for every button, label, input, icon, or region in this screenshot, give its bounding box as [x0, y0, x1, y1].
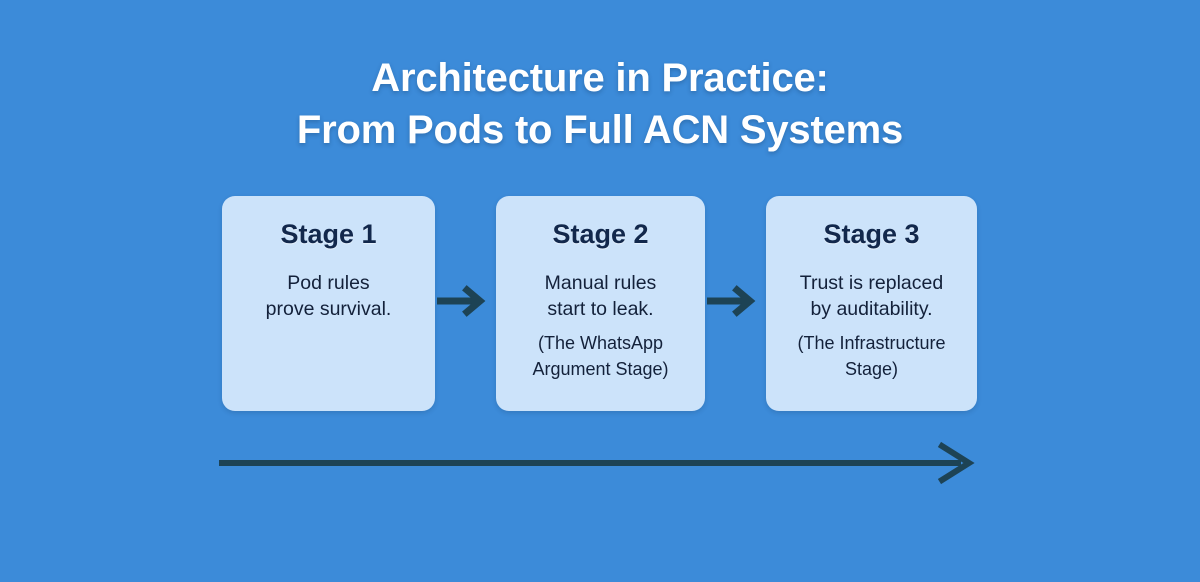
page-title: Architecture in Practice: From Pods to F…: [0, 52, 1200, 156]
stage-cards-row: Stage 1 Pod rules prove survival. Stage …: [0, 196, 1200, 411]
stage-card-3-body-line-2: by auditability.: [810, 298, 933, 320]
stage-card-2: Stage 2 Manual rules start to leak. (The…: [496, 196, 705, 411]
stage-card-2-note-line-1: (The WhatsApp: [537, 333, 664, 353]
stage-card-2-body-line-2: start to leak.: [547, 298, 654, 320]
stage-card-3-body-line-1: Trust is replaced: [799, 272, 944, 294]
stage-card-1-body-line-1: Pod rules: [287, 272, 370, 294]
arrow-right-icon-stage2-to-stage3: [705, 285, 769, 317]
stage-card-3: Stage 3 Trust is replaced by auditabilit…: [766, 196, 977, 411]
stage-card-3-note-line-2: Stage): [844, 359, 899, 379]
stage-card-1: Stage 1 Pod rules prove survival.: [222, 196, 435, 411]
stage-card-1-body-line-2: prove survival.: [265, 298, 392, 320]
stage-card-3-heading: Stage 3: [823, 219, 920, 249]
stage-card-2-heading: Stage 2: [552, 219, 649, 249]
arrow-right-icon-stage1-to-stage2: [435, 285, 499, 317]
stage-card-2-body-line-1: Manual rules: [544, 272, 657, 294]
title-line-1: Architecture in Practice:: [371, 56, 829, 100]
progression-arrow-icon: [216, 440, 984, 488]
title-line-2: From Pods to Full ACN Systems: [296, 108, 904, 152]
stage-card-3-note-line-1: (The Infrastructure: [797, 333, 946, 353]
stage-card-1-heading: Stage 1: [280, 219, 377, 249]
stage-card-2-note-line-2: Argument Stage): [532, 359, 669, 379]
